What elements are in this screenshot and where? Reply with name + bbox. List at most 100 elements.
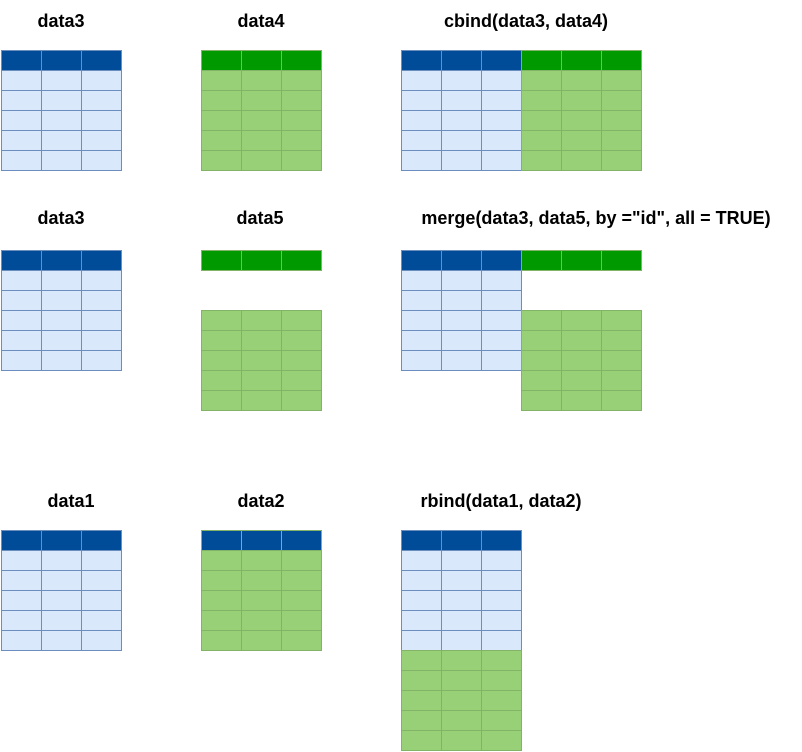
table-cell (601, 250, 642, 271)
table-cell (441, 310, 482, 331)
table-cell (41, 550, 82, 571)
table-cell (441, 250, 482, 271)
table-cell (81, 330, 122, 351)
table-cell (481, 610, 522, 631)
table-cell (521, 110, 562, 131)
table-cell (281, 550, 322, 571)
table-cell (81, 310, 122, 331)
table-cell (441, 90, 482, 111)
table-cell (41, 530, 82, 551)
table-cell (401, 530, 442, 551)
table-cell (481, 270, 522, 291)
table-cell (1, 50, 42, 71)
table-cell (561, 250, 602, 271)
table-cell (81, 550, 122, 571)
table-cell (81, 530, 122, 551)
table-cell (401, 310, 442, 331)
table-cell (1, 250, 42, 271)
table-cell (281, 330, 322, 351)
table-cell (41, 610, 82, 631)
table-cell (401, 290, 442, 311)
table-cell (1, 290, 42, 311)
table-cell (481, 290, 522, 311)
table-cell (241, 150, 282, 171)
table-cell (41, 250, 82, 271)
table-cell (601, 50, 642, 71)
table-cell (81, 350, 122, 371)
table-cell (441, 350, 482, 371)
table-cell (281, 310, 322, 331)
table-cell (41, 130, 82, 151)
table-cell (281, 630, 322, 651)
table-cell (481, 150, 522, 171)
table-cell (441, 50, 482, 71)
table-cell (201, 630, 242, 651)
table-cell (81, 70, 122, 91)
table-cell (81, 250, 122, 271)
table-cell (561, 370, 602, 391)
table-cell (41, 50, 82, 71)
table-cell (201, 50, 242, 71)
table-cell (441, 730, 482, 751)
table-cell (481, 250, 522, 271)
table-cell (241, 50, 282, 71)
table-cell (81, 270, 122, 291)
table-cell (201, 550, 242, 571)
table-cell (241, 550, 282, 571)
table-cell (1, 590, 42, 611)
table-cell (481, 70, 522, 91)
label-data3-row2: data3 (37, 208, 85, 228)
label-cbind: cbind(data3, data4) (443, 11, 609, 31)
table-cell (481, 670, 522, 691)
table-cell (281, 70, 322, 91)
table-cell (561, 90, 602, 111)
table-cell (401, 690, 442, 711)
table-cell (41, 90, 82, 111)
table-cell (241, 350, 282, 371)
table-cell (601, 370, 642, 391)
table-cell (561, 150, 602, 171)
table-cell (201, 70, 242, 91)
table-cell (201, 350, 242, 371)
table-cell (441, 670, 482, 691)
table-cell (41, 290, 82, 311)
table-cell (81, 290, 122, 311)
table-cell (41, 350, 82, 371)
table-cell (1, 630, 42, 651)
table-cell (241, 370, 282, 391)
table-cell (41, 310, 82, 331)
table-cell (601, 90, 642, 111)
table-cell (201, 110, 242, 131)
table-cell (481, 350, 522, 371)
table-cell (401, 90, 442, 111)
table-cell (1, 270, 42, 291)
table-cell (481, 690, 522, 711)
table-cell (281, 390, 322, 411)
table-cell (521, 330, 562, 351)
table-cell (521, 370, 562, 391)
table-cell (601, 150, 642, 171)
table-cell (41, 150, 82, 171)
table-cell (561, 350, 602, 371)
table-cell (521, 310, 562, 331)
table-cell (601, 390, 642, 411)
table-cell (201, 590, 242, 611)
table-cell (41, 70, 82, 91)
table-cell (201, 250, 242, 271)
table-cell (401, 270, 442, 291)
table-cell (1, 530, 42, 551)
table-cell (241, 310, 282, 331)
table-cell (481, 550, 522, 571)
table-cell (201, 610, 242, 631)
table-cell (481, 310, 522, 331)
table-cell (521, 390, 562, 411)
table-cell (441, 130, 482, 151)
table-cell (441, 330, 482, 351)
table-cell (401, 110, 442, 131)
table-cell (281, 590, 322, 611)
table-cell (481, 590, 522, 611)
table-cell (281, 110, 322, 131)
table-cell (521, 250, 562, 271)
table-cell (521, 150, 562, 171)
table-cell (441, 550, 482, 571)
